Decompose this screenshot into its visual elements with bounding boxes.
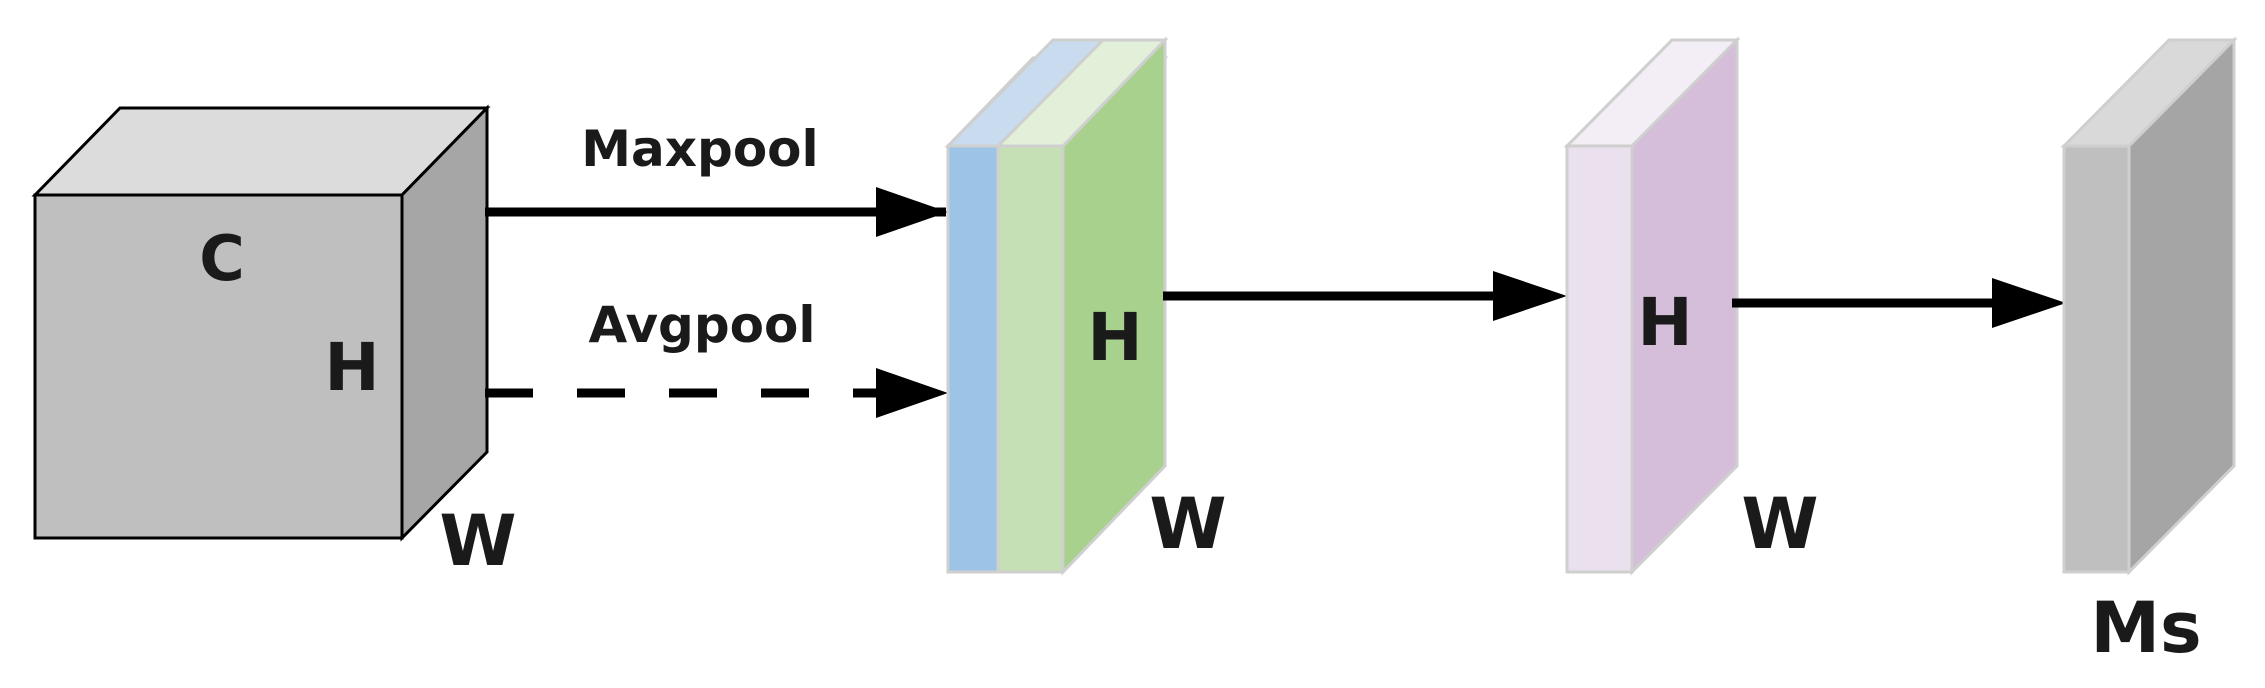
input-feature-cube: C H W xyxy=(31,104,517,582)
output-label: Ms xyxy=(2090,587,2201,669)
output-arrowhead xyxy=(1992,278,2066,328)
cube-width-label: W xyxy=(439,500,516,582)
output-arrow-group xyxy=(1732,278,2066,328)
avgpool-arrow-group: Avgpool xyxy=(485,296,948,418)
pooled-width-label: W xyxy=(1149,483,1226,565)
maxpool-arrow-group: Maxpool xyxy=(485,120,948,237)
pooled-height-label: H xyxy=(1087,299,1142,376)
maxpool-label: Maxpool xyxy=(581,120,818,178)
pooled-feature-maps: H W xyxy=(944,36,1227,576)
cube-front-face xyxy=(33,193,404,540)
blue-slice xyxy=(946,144,1000,574)
cube-height-label: H xyxy=(324,329,379,406)
avgpool-arrowhead xyxy=(876,368,948,418)
output-map-front xyxy=(2062,144,2131,574)
conv-arrow-group xyxy=(1163,271,1567,321)
purple-map-front xyxy=(1565,144,1634,574)
conv-arrowhead xyxy=(1493,271,1567,321)
output-attention-map: Ms xyxy=(2060,36,2238,669)
conv-width-label: W xyxy=(1741,483,1818,565)
avgpool-label: Avgpool xyxy=(589,296,816,354)
conv-height-label: H xyxy=(1637,284,1692,361)
conv-feature-map: H W xyxy=(1563,36,1819,576)
channel-label: C xyxy=(199,222,245,295)
light-green-slice xyxy=(996,144,1065,574)
maxpool-arrowhead xyxy=(876,187,948,237)
